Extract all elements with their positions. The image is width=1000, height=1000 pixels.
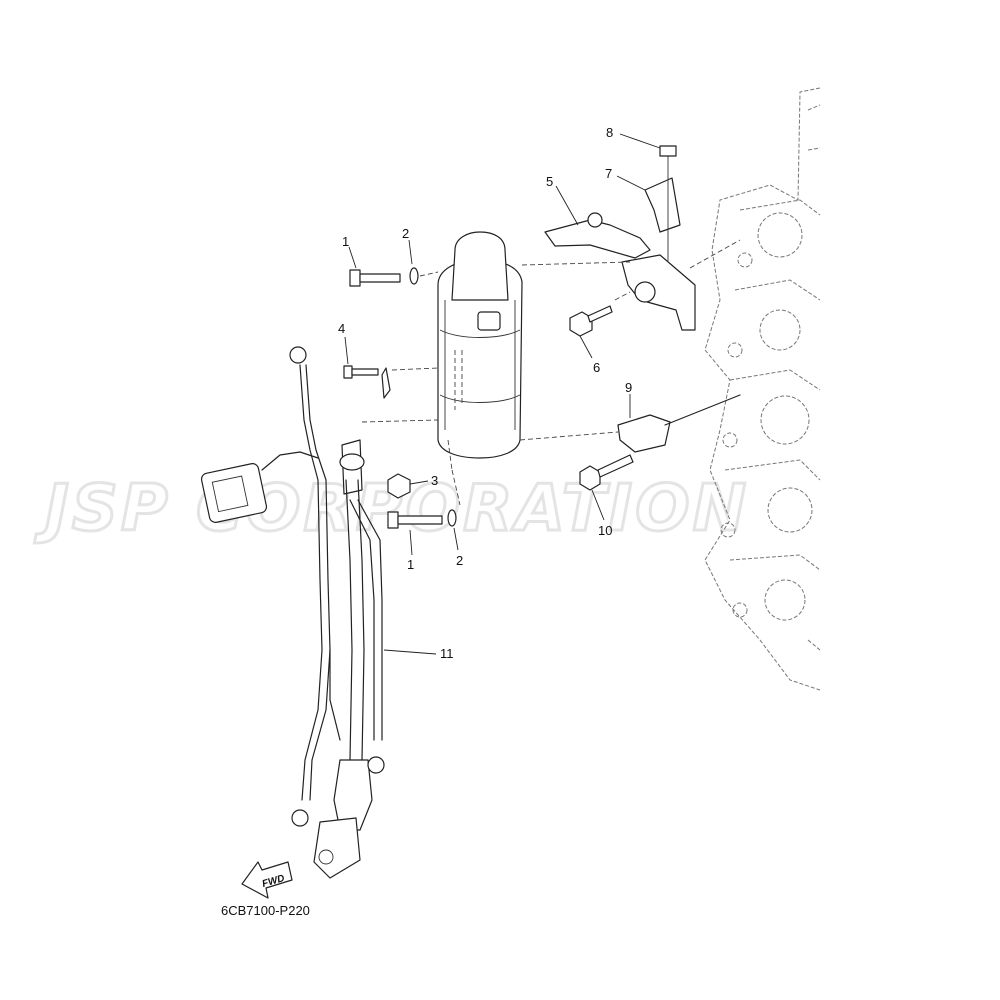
callout-7: 7 bbox=[605, 166, 612, 181]
callout-11: 11 bbox=[440, 646, 454, 661]
screw-4 bbox=[343, 365, 439, 399]
bolt-6 bbox=[569, 305, 613, 337]
starter-motor bbox=[437, 231, 523, 471]
assembly-lines bbox=[521, 236, 741, 301]
callout-3: 3 bbox=[431, 473, 438, 488]
wire-harness bbox=[200, 346, 385, 879]
callout-8: 8 bbox=[606, 125, 613, 140]
engine-block bbox=[704, 87, 821, 691]
callout-5: 5 bbox=[546, 174, 553, 189]
bolt-1-lower bbox=[387, 469, 461, 529]
callouts: 1 2 4 5 7 8 6 9 3 10 1 2 11 bbox=[338, 125, 632, 661]
bolt-1-upper bbox=[349, 267, 439, 287]
callout-6: 6 bbox=[593, 360, 600, 375]
clamp bbox=[644, 145, 681, 260]
callout-2-upper: 2 bbox=[402, 226, 409, 241]
fwd-arrow-icon: FWD bbox=[241, 861, 293, 899]
callout-leaders bbox=[344, 133, 661, 655]
diagram-code: 6CB7100-P220 bbox=[221, 903, 310, 918]
callout-9: 9 bbox=[625, 380, 632, 395]
bracket bbox=[544, 212, 696, 331]
grommet-nut bbox=[339, 419, 439, 499]
callout-1-lower: 1 bbox=[407, 557, 414, 572]
callout-2-lower: 2 bbox=[456, 553, 463, 568]
callout-1-upper: 1 bbox=[342, 234, 349, 249]
clamp-9 bbox=[519, 394, 741, 491]
callout-10: 10 bbox=[598, 523, 612, 538]
callout-4: 4 bbox=[338, 321, 345, 336]
